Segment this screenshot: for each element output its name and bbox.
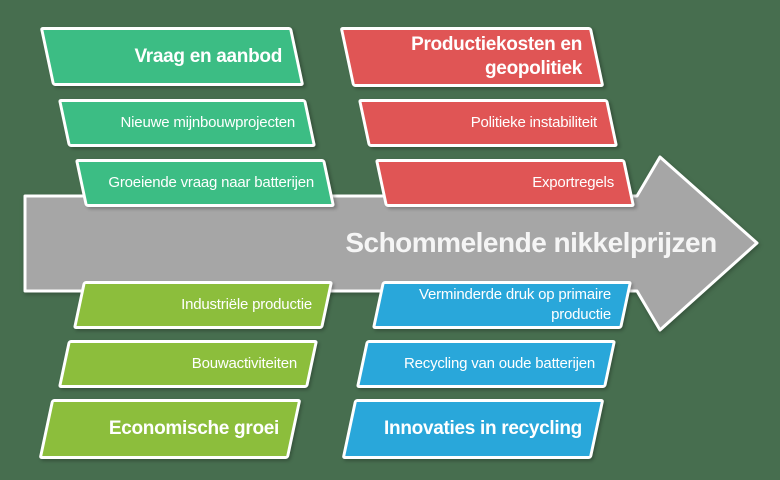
factor-label: Verminderde druk op primaire productie [419,285,611,323]
factor-label: Exportregels [532,173,614,191]
box-innovaties-in-recycling: Innovaties in recycling [341,399,605,459]
box-industriele-productie: Industriële productie [72,281,334,329]
factor-label: Politieke instabiliteit [470,113,598,131]
factor-label: Groeiende vraag naar batterijen [108,173,314,191]
box-politieke-instabiliteit: Politieke instabiliteit [357,99,619,147]
box-verminderde-druk-op-primaire-productie: Verminderde druk op primaire productie [371,281,633,329]
box-exportregels: Exportregels [374,159,636,207]
box-groeiende-vraag-naar-batterijen: Groeiende vraag naar batterijen [74,159,336,207]
group-header-label: Economische groei [108,418,279,440]
box-bouwactiviteiten: Bouwactiviteiten [57,340,319,388]
factor-label: Nieuwe mijnbouwprojecten [120,113,296,131]
box-recycling-van-oude-batterijen: Recycling van oude batterijen [355,340,617,388]
box-vraag-en-aanbod: Vraag en aanbod [39,27,305,86]
factor-label: Recycling van oude batterijen [404,354,595,372]
box-nieuwe-mijnbouwprojecten: Nieuwe mijnbouwprojecten [57,99,317,147]
group-header-label: Vraag en aanbod [134,45,282,67]
group-header-label: Productiekosten en geopolitiek [411,34,582,79]
arrow-label: Schommelende nikkelprijzen [345,227,717,258]
factor-label: Bouwactiviteiten [191,354,297,372]
factor-label: Industriële productie [181,295,312,313]
box-economische-groei: Economische groei [38,399,302,459]
group-header-label: Innovaties in recycling [384,418,582,440]
box-productiekosten-en-geopolitiek: Productiekosten en geopolitiek [339,27,605,87]
